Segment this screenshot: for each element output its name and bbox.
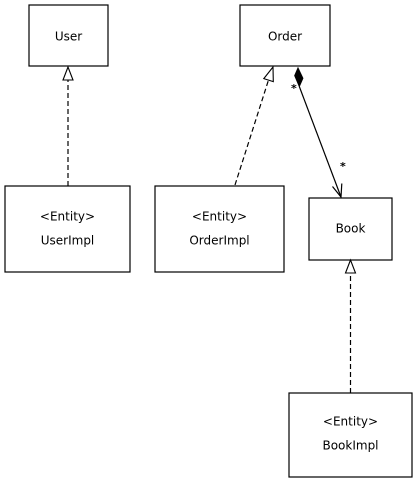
realization-arrowhead	[344, 258, 357, 274]
multiplicity-book-end: *	[340, 160, 346, 173]
multiplicity-order-end: *	[291, 82, 297, 95]
class-order-impl[interactable]: <Entity> OrderImpl	[154, 185, 285, 273]
realization-arrowhead	[262, 65, 274, 83]
class-book-name: Book	[336, 222, 366, 236]
realization-order-impl-to-order	[234, 65, 274, 186]
realization-arrowhead	[62, 65, 74, 81]
class-user-impl[interactable]: <Entity> UserImpl	[4, 185, 131, 273]
class-order[interactable]: Order	[239, 4, 331, 67]
class-user-impl-stereotype: <Entity>	[40, 210, 95, 224]
realization-user-impl-to-user	[62, 65, 74, 186]
class-book-impl[interactable]: <Entity> BookImpl	[288, 392, 413, 478]
class-book[interactable]: Book	[308, 197, 393, 261]
class-order-impl-name: OrderImpl	[189, 234, 249, 248]
class-user-impl-name: UserImpl	[41, 234, 95, 248]
class-order-name: Order	[268, 30, 302, 44]
composition-order-to-book: * *	[291, 66, 346, 199]
composition-arrowhead	[332, 183, 343, 199]
class-user[interactable]: User	[28, 4, 109, 67]
class-order-impl-stereotype: <Entity>	[192, 210, 247, 224]
realization-book-impl-to-book	[344, 258, 357, 393]
class-book-impl-name: BookImpl	[322, 439, 378, 453]
class-book-impl-stereotype: <Entity>	[323, 415, 378, 429]
class-user-name: User	[55, 30, 82, 44]
